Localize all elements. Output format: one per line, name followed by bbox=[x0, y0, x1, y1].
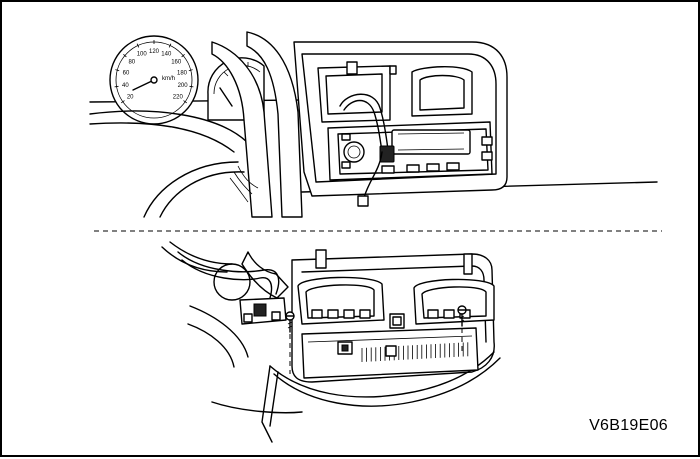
left-vent-opening bbox=[317, 65, 391, 123]
speedometer-tick-mark bbox=[120, 100, 125, 104]
speedometer-tick-mark bbox=[114, 85, 119, 88]
control-display bbox=[391, 129, 471, 155]
harness-connector bbox=[379, 145, 395, 163]
speedometer-tick-label: 80 bbox=[128, 59, 135, 65]
screw-right bbox=[457, 305, 467, 327]
steering-column-left bbox=[211, 41, 273, 218]
speedometer-needle bbox=[132, 79, 155, 91]
speedometer-tick-mark bbox=[123, 53, 127, 58]
speedometer-tick-label: 220 bbox=[173, 95, 184, 101]
steering-wheel-rim-inner bbox=[159, 171, 245, 218]
speedometer-tick-label: 120 bbox=[149, 49, 160, 55]
steering-column-right bbox=[246, 31, 303, 218]
speedometer-tick-label: 140 bbox=[161, 52, 172, 58]
speedometer-tick-mark bbox=[168, 43, 172, 48]
wiring-harness bbox=[339, 93, 389, 151]
harness-plug bbox=[253, 303, 267, 317]
control-knob bbox=[343, 141, 365, 163]
steering-wheel-rim-top bbox=[89, 110, 248, 143]
speedometer-tick-label: 200 bbox=[178, 83, 189, 89]
speedometer-tick-mark bbox=[136, 43, 140, 48]
speedometer-tick-mark bbox=[115, 69, 120, 72]
speedometer-tick-label: 100 bbox=[137, 52, 148, 58]
speedometer-tick-label: 60 bbox=[123, 71, 130, 77]
speedometer-tick-label: 180 bbox=[177, 71, 188, 77]
speedometer-tick-mark bbox=[181, 53, 185, 58]
speedometer-tick-label: 20 bbox=[127, 95, 134, 101]
speedometer-unit: km/h bbox=[162, 76, 175, 82]
steering-wheel-rim-lower bbox=[161, 246, 228, 273]
speedometer-tick-mark bbox=[183, 100, 188, 104]
speedometer-tick-mark bbox=[188, 69, 193, 72]
screw-left bbox=[285, 311, 295, 333]
speedometer-tick-mark bbox=[189, 85, 194, 88]
mount-tab-right bbox=[463, 253, 473, 275]
loose-connector bbox=[357, 195, 369, 207]
bottom-view bbox=[161, 241, 501, 443]
speedometer-tick-label: 160 bbox=[171, 59, 182, 65]
figure-id: V6B19E06 bbox=[589, 417, 668, 434]
right-vent-opening bbox=[411, 66, 473, 117]
steering-hub bbox=[213, 263, 251, 301]
mount-tab-left bbox=[315, 249, 327, 269]
speedometer-tick-label: 40 bbox=[122, 83, 129, 89]
harness-cable bbox=[177, 251, 280, 295]
